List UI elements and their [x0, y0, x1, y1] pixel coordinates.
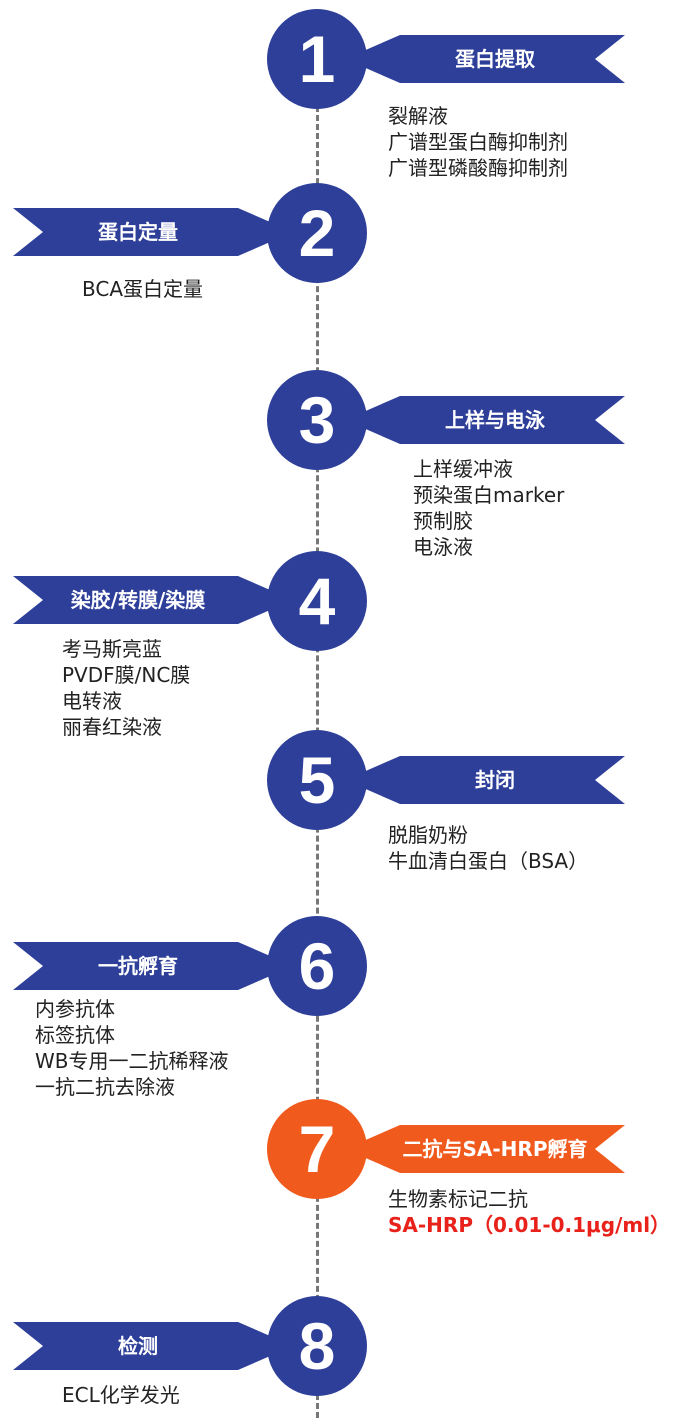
step-4-item: 考马斯亮蓝 [62, 637, 162, 661]
step-1-item: 广谱型蛋白酶抑制剂 [388, 130, 568, 154]
step-1-number-circle: 1 [267, 9, 367, 109]
step-3-item: 预制胶 [413, 509, 473, 533]
step-4-banner: 染胶/转膜/染膜 [13, 576, 293, 624]
step-2-number-circle: 2 [267, 183, 367, 283]
step-7-item: 生物素标记二抗 [388, 1187, 528, 1211]
step-8-item: ECL化学发光 [62, 1383, 180, 1407]
step-1-item: 广谱型磷酸酶抑制剂 [388, 156, 568, 180]
step-4-title: 染胶/转膜/染膜 [70, 588, 206, 612]
step-3-number-circle: 3 [267, 370, 367, 470]
step-3-banner: 上样与电泳 [345, 396, 625, 444]
step-6-item: 一抗二抗去除液 [35, 1075, 175, 1099]
step-3-item: 预染蛋白marker [413, 483, 565, 507]
step-7-items: 生物素标记二抗 SA-HRP（0.01-0.1μg/ml） [388, 1186, 670, 1238]
step-7-banner: 二抗与SA-HRP孵育 [345, 1125, 625, 1173]
step-8-banner: 检测 [13, 1322, 293, 1370]
step-6-item: 内参抗体 [35, 997, 115, 1021]
step-8-items: ECL化学发光 [62, 1382, 180, 1408]
step-6-item: 标签抗体 [35, 1023, 115, 1047]
step-3-item: 电泳液 [413, 535, 473, 559]
step-2-items: BCA蛋白定量 [82, 276, 203, 302]
step-5-item: 脱脂奶粉 [388, 823, 468, 847]
step-6-banner: 一抗孵育 [13, 942, 293, 990]
step-8-number-circle: 8 [267, 1296, 367, 1396]
step-7-title: 二抗与SA-HRP孵育 [402, 1137, 588, 1161]
step-3-item: 上样缓冲液 [413, 457, 513, 481]
step-5-items: 脱脂奶粉 牛血清白蛋白（BSA） [388, 822, 588, 874]
step-3-items: 上样缓冲液 预染蛋白marker 预制胶 电泳液 [413, 456, 564, 560]
step-2-title: 蛋白定量 [98, 220, 178, 244]
step-5-item: 牛血清白蛋白（BSA） [388, 849, 589, 873]
step-4-item: 丽春红染液 [62, 715, 162, 739]
step-2-item: BCA蛋白定量 [82, 277, 204, 301]
step-7-number-circle: 7 [267, 1099, 367, 1199]
step-5-number-circle: 5 [267, 730, 367, 830]
step-1-title: 蛋白提取 [455, 47, 535, 71]
step-4-item: 电转液 [62, 689, 122, 713]
step-2-banner: 蛋白定量 [13, 208, 293, 256]
step-5-title: 封闭 [475, 768, 515, 792]
step-1-banner: 蛋白提取 [345, 35, 625, 83]
step-5-banner: 封闭 [345, 756, 625, 804]
step-4-item: PVDF膜/NC膜 [62, 663, 191, 687]
step-6-items: 内参抗体 标签抗体 WB专用一二抗稀释液 一抗二抗去除液 [35, 996, 229, 1100]
step-6-number-circle: 6 [267, 916, 367, 1016]
step-6-title: 一抗孵育 [98, 954, 178, 978]
step-1-items: 裂解液 广谱型蛋白酶抑制剂 广谱型磷酸酶抑制剂 [388, 103, 568, 181]
step-3-title: 上样与电泳 [445, 408, 545, 432]
step-1-item: 裂解液 [388, 104, 448, 128]
step-4-items: 考马斯亮蓝 PVDF膜/NC膜 电转液 丽春红染液 [62, 636, 190, 740]
step-8-title: 检测 [118, 1334, 158, 1358]
step-6-item: WB专用一二抗稀释液 [35, 1049, 229, 1073]
step-7-item-highlight: SA-HRP（0.01-0.1μg/ml） [388, 1213, 671, 1237]
step-4-number-circle: 4 [267, 551, 367, 651]
